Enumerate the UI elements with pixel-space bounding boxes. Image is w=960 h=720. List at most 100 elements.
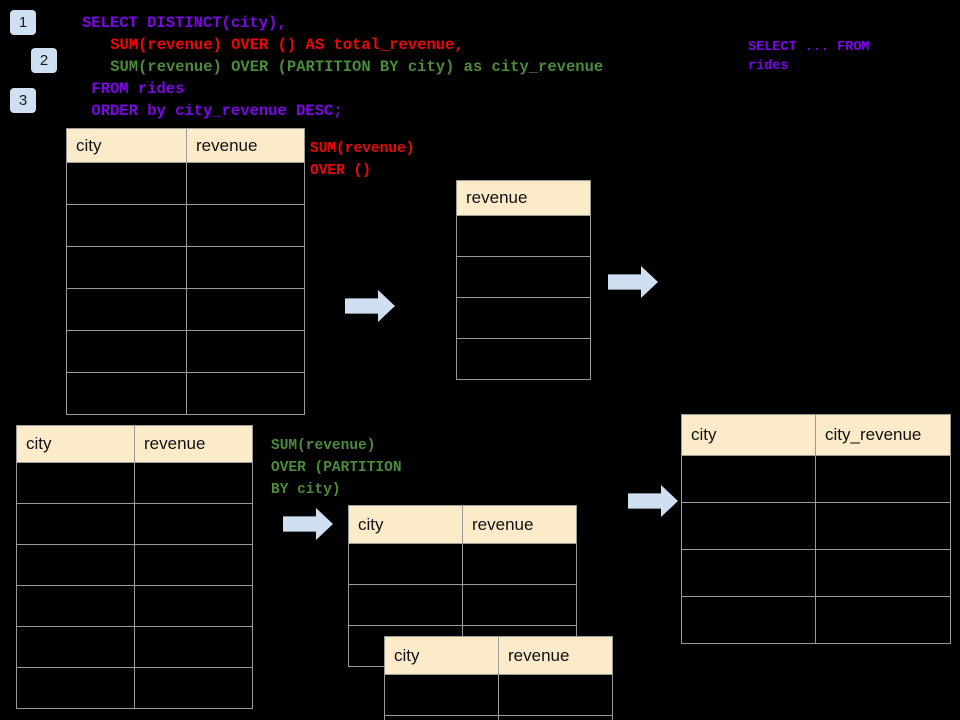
table-cell <box>456 215 591 257</box>
table-cell <box>16 667 135 709</box>
arrow-total-to-result <box>608 266 658 303</box>
step-badge-3: 3 <box>10 88 36 113</box>
table-row <box>456 215 591 257</box>
table-cell <box>186 330 305 373</box>
table-row <box>681 549 951 597</box>
table-row <box>16 585 253 627</box>
table-row <box>66 162 305 205</box>
table-row <box>456 338 591 380</box>
table-cell <box>134 544 253 586</box>
sql-line-1: SELECT DISTINCT(city), <box>82 14 287 32</box>
sql-side-note: SELECT ... FROM rides <box>748 40 870 74</box>
table-cell <box>66 288 187 331</box>
column-header-city: city <box>66 128 187 163</box>
table-row <box>66 372 305 415</box>
table-cell <box>462 584 577 626</box>
table-row <box>384 715 613 720</box>
sum-over-empty-annotation: SUM(revenue) OVER () <box>310 141 415 179</box>
table-cell <box>186 162 305 205</box>
table-row <box>16 544 253 586</box>
table-cell <box>681 455 816 503</box>
table-cell <box>462 543 577 585</box>
sum-over-partition-annotation: SUM(revenue) OVER (PARTITION BY city) <box>271 438 402 498</box>
table-row <box>16 667 253 709</box>
table-cell <box>16 503 135 545</box>
column-header-revenue: revenue <box>498 636 613 675</box>
arrow-partition-to-result <box>628 485 678 522</box>
column-header-city: city <box>384 636 499 675</box>
table-cell <box>348 584 463 626</box>
table-cell <box>384 674 499 716</box>
column-header-city: city <box>16 425 135 463</box>
table-row <box>456 297 591 339</box>
table-row <box>456 256 591 298</box>
column-header-city: city <box>348 505 463 544</box>
table-row <box>66 288 305 331</box>
step-badge-2: 2 <box>31 48 57 73</box>
sql-line-4: FROM rides <box>91 80 185 98</box>
table-row <box>681 455 951 503</box>
table-row <box>384 674 613 716</box>
table-row <box>66 330 305 373</box>
column-header-revenue: revenue <box>462 505 577 544</box>
table-row <box>681 502 951 550</box>
table-cell <box>134 503 253 545</box>
table-cell <box>815 455 951 503</box>
table-cell <box>66 372 187 415</box>
column-header-city_revenue: city_revenue <box>815 414 951 456</box>
table-cell <box>16 585 135 627</box>
column-header-revenue: revenue <box>134 425 253 463</box>
table-cell <box>456 338 591 380</box>
table-header-row: revenue <box>456 180 591 216</box>
table-row <box>16 462 253 504</box>
table-cell <box>186 288 305 331</box>
table-cell <box>134 462 253 504</box>
table-row <box>681 596 951 644</box>
sql-line-5: ORDER by city_revenue DESC; <box>91 102 343 120</box>
table-cell <box>16 544 135 586</box>
sql-query-block: SELECT DISTINCT(city), SUM(revenue) OVER … <box>82 12 603 122</box>
table-cell <box>134 667 253 709</box>
table-cell <box>384 715 499 720</box>
table-cell <box>66 162 187 205</box>
column-header-city: city <box>681 414 816 456</box>
table-cell <box>815 596 951 644</box>
table-cell <box>186 204 305 247</box>
table-row <box>16 626 253 668</box>
arrow-source-to-partition <box>283 508 333 545</box>
table-cell <box>186 246 305 289</box>
table-row <box>16 503 253 545</box>
table-total-revenue: revenue <box>456 180 591 380</box>
table-row <box>66 204 305 247</box>
table-cell <box>66 330 187 373</box>
sql-line-2: SUM(revenue) OVER () AS total_revenue, <box>110 36 464 54</box>
table-cell <box>16 462 135 504</box>
step-badge-1: 1 <box>10 10 36 35</box>
table-cell <box>66 246 187 289</box>
table-row <box>348 584 577 626</box>
table-cell <box>681 596 816 644</box>
table-cell <box>16 626 135 668</box>
table-cell <box>681 502 816 550</box>
table-cell <box>66 204 187 247</box>
column-header-revenue: revenue <box>186 128 305 163</box>
table-cell <box>498 674 613 716</box>
table-cell <box>815 549 951 597</box>
column-header-revenue: revenue <box>456 180 591 216</box>
table-row <box>348 543 577 585</box>
table-cell <box>815 502 951 550</box>
table-cell <box>348 543 463 585</box>
table-cell <box>498 715 613 720</box>
table-cell <box>456 256 591 298</box>
table-cell <box>681 549 816 597</box>
